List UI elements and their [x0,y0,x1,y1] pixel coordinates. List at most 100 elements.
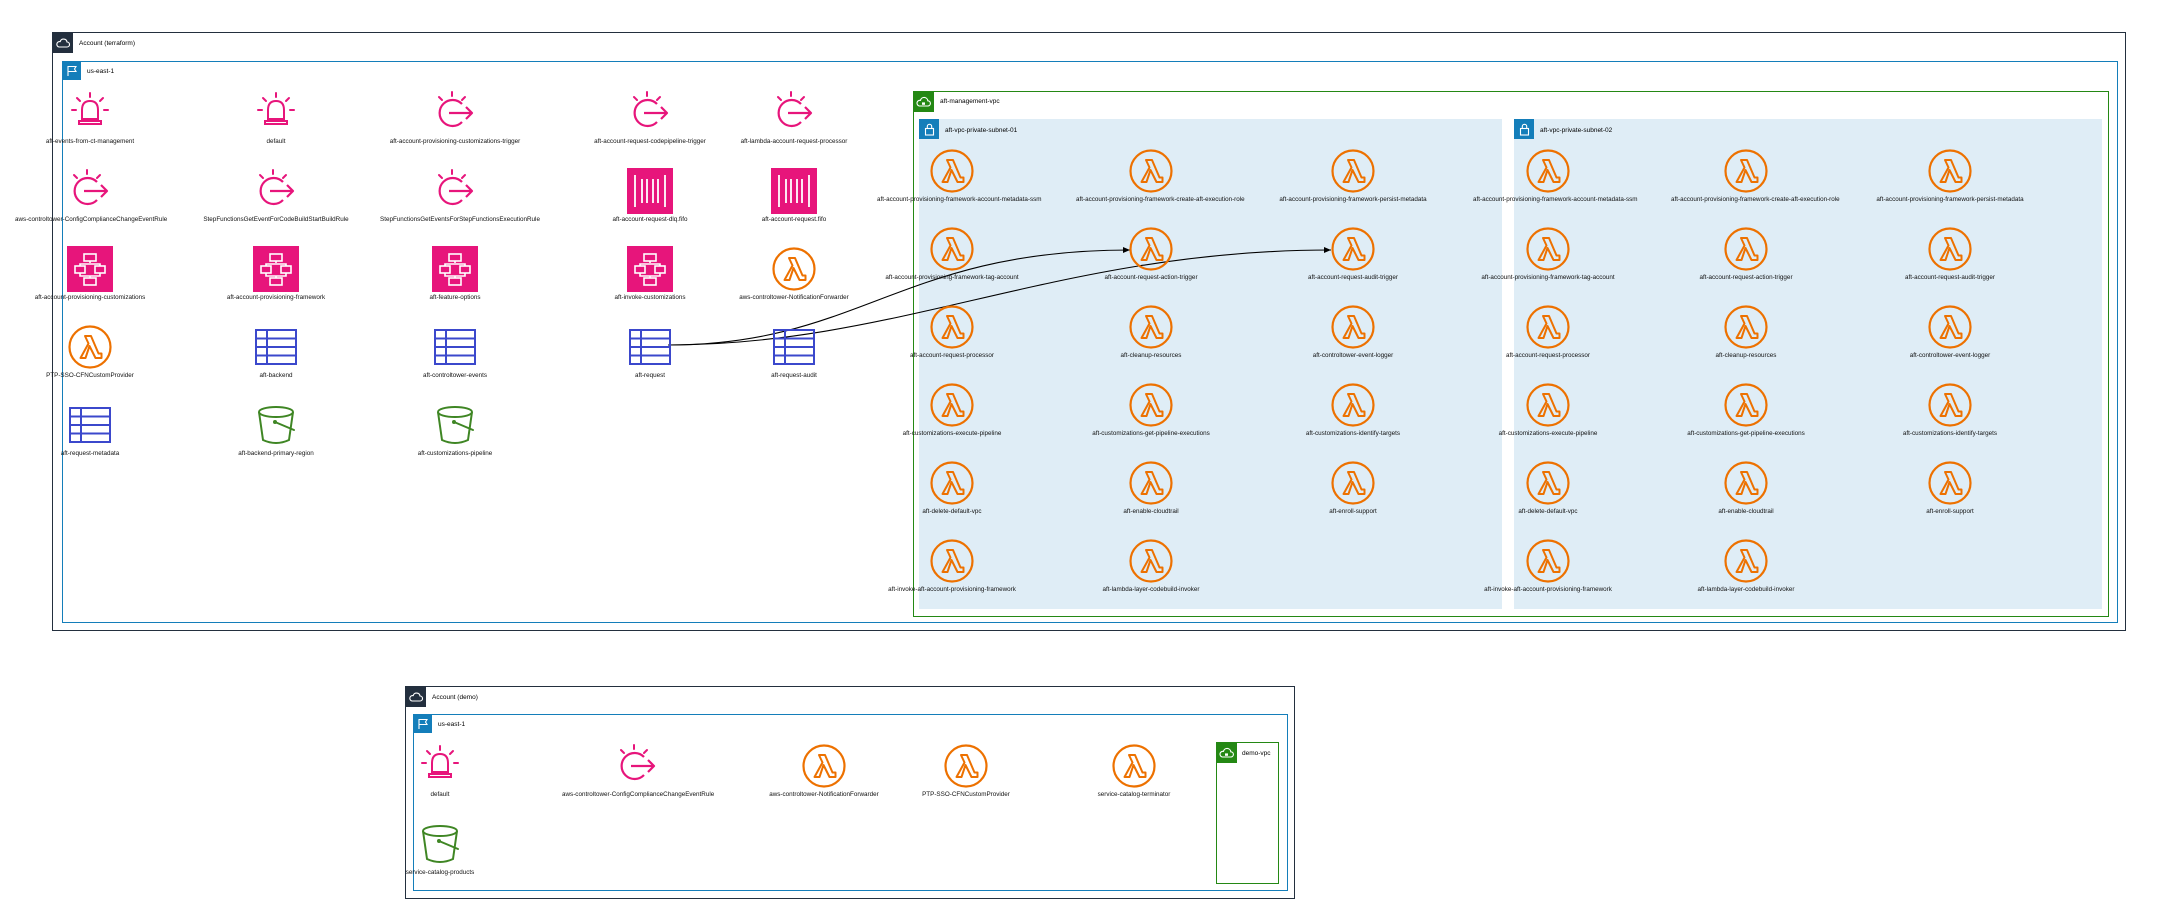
node-aft-account-provisioning-framework-account-metadata-ssm[interactable]: aft-account-provisioning-framework-accou… [1473,148,1637,204]
node-label: aft-customizations-pipeline [417,450,493,457]
node-aft-invoke-aft-account-provisioning-framework[interactable]: aft-invoke-aft-account-provisioning-fram… [1473,538,1623,594]
node-aft-account-provisioning-framework-tag-account[interactable]: aft-account-provisioning-framework-tag-a… [877,226,1027,282]
node-aft-account-request-codepipeline-trigger[interactable]: aft-account-request-codepipeline-trigger [575,90,725,146]
dynamodb-table-icon [771,324,817,370]
node-aft-feature-options[interactable]: aft-feature-options [380,246,530,302]
lambda-icon [1723,226,1769,272]
node-service-catalog-products[interactable]: service-catalog-products [365,821,515,877]
node-aft-invoke-aft-account-provisioning-framework[interactable]: aft-invoke-aft-account-provisioning-fram… [877,538,1027,594]
node-aws-controltower-configcompliancechangeeventrule[interactable]: aws-controltower-ConfigComplianceChangeE… [562,743,714,799]
node-aft-customizations-identify-targets[interactable]: aft-customizations-identify-targets [1278,382,1428,438]
node-aws-controltower-notificationforwarder[interactable]: aws-controltower-NotificationForwarder [719,246,869,302]
node-aft-request-metadata[interactable]: aft-request-metadata [15,402,165,458]
node-aft-cleanup-resources[interactable]: aft-cleanup-resources [1671,304,1821,360]
node-aft-lambda-account-request-processor[interactable]: aft-lambda-account-request-processor [719,90,869,146]
node-aft-account-request-action-trigger[interactable]: aft-account-request-action-trigger [1076,226,1226,282]
node-aws-controltower-configcompliancechangeeventrule[interactable]: aws-controltower-ConfigComplianceChangeE… [15,168,167,224]
node-aft-enroll-support[interactable]: aft-enroll-support [1278,460,1428,516]
node-stepfunctionsgeteventforcodebuildstartbuildrule[interactable]: StepFunctionsGetEventForCodeBuildStartBu… [201,168,351,224]
lock-icon [1514,119,1534,139]
lambda-icon [67,324,113,370]
node-aft-account-request-audit-trigger[interactable]: aft-account-request-audit-trigger [1875,226,2025,282]
node-label: aft-events-from-ct-management [45,138,135,145]
node-aft-account-request-dlq-fifo[interactable]: aft-account-request-dlq.fifo [575,168,725,224]
node-aft-cleanup-resources[interactable]: aft-cleanup-resources [1076,304,1226,360]
node-label: aft-request [634,372,666,379]
node-ptp-sso-cfncustomprovider[interactable]: PTP-SSO-CFNCustomProvider [15,324,165,380]
node-label: aft-account-provisioning-customizations-… [389,138,521,145]
node-aft-customizations-execute-pipeline[interactable]: aft-customizations-execute-pipeline [877,382,1027,438]
node-label: aft-invoke-aft-account-provisioning-fram… [1484,586,1612,593]
node-aft-request-audit[interactable]: aft-request-audit [719,324,869,380]
node-aft-enable-cloudtrail[interactable]: aft-enable-cloudtrail [1671,460,1821,516]
node-aft-invoke-customizations[interactable]: aft-invoke-customizations [575,246,725,302]
node-aft-controltower-event-logger[interactable]: aft-controltower-event-logger [1875,304,2025,360]
node-aft-account-provisioning-framework-account-metadata-ssm[interactable]: aft-account-provisioning-framework-accou… [877,148,1041,204]
node-aft-account-provisioning-framework[interactable]: aft-account-provisioning-framework [201,246,351,302]
node-aft-controltower-event-logger[interactable]: aft-controltower-event-logger [1278,304,1428,360]
node-aft-account-provisioning-framework-persist-metadata[interactable]: aft-account-provisioning-framework-persi… [1278,148,1428,204]
node-ptp-sso-cfncustomprovider[interactable]: PTP-SSO-CFNCustomProvider [891,743,1041,799]
node-service-catalog-terminator[interactable]: service-catalog-terminator [1059,743,1209,799]
node-aft-delete-default-vpc[interactable]: aft-delete-default-vpc [1473,460,1623,516]
node-aft-account-provisioning-customizations-trigger[interactable]: aft-account-provisioning-customizations-… [380,90,530,146]
region-demo-label: us-east-1 [438,721,466,728]
node-label: aft-account-request-action-trigger [1104,274,1198,281]
node-aft-delete-default-vpc[interactable]: aft-delete-default-vpc [877,460,1027,516]
node-aft-customizations-get-pipeline-executions[interactable]: aft-customizations-get-pipeline-executio… [1076,382,1226,438]
node-aft-controltower-events[interactable]: aft-controltower-events [380,324,530,380]
node-aft-account-request-audit-trigger[interactable]: aft-account-request-audit-trigger [1278,226,1428,282]
region-us-east-1-group [62,61,2118,623]
lambda-icon [1525,226,1571,272]
node-aft-customizations-execute-pipeline[interactable]: aft-customizations-execute-pipeline [1473,382,1623,438]
lambda-icon [929,460,975,506]
node-aws-controltower-notificationforwarder[interactable]: aws-controltower-NotificationForwarder [749,743,899,799]
vpc-demo-group [1216,742,1279,884]
node-aft-customizations-identify-targets[interactable]: aft-customizations-identify-targets [1875,382,2025,438]
lambda-icon [1723,382,1769,428]
vpc-demo-label: demo-vpc [1242,750,1271,757]
node-aft-enroll-support[interactable]: aft-enroll-support [1875,460,2025,516]
vpc-label: aft-management-vpc [940,98,1000,105]
node-aft-customizations-pipeline[interactable]: aft-customizations-pipeline [380,402,530,458]
node-aft-account-request-fifo[interactable]: aft-account-request.fifo [719,168,869,224]
node-aft-account-request-processor[interactable]: aft-account-request-processor [1473,304,1623,360]
node-label: aft-backend [259,372,293,379]
node-aft-account-request-action-trigger[interactable]: aft-account-request-action-trigger [1671,226,1821,282]
node-aft-events-from-ct-management[interactable]: aft-events-from-ct-management [15,90,165,146]
node-label: aft-feature-options [429,294,481,301]
subnet-02-group [1514,119,2102,609]
eventbridge-rule-icon [614,743,660,789]
step-functions-icon [432,246,478,292]
node-stepfunctionsgeteventsforstepfunctionsexecutionrule[interactable]: StepFunctionsGetEventsForStepFunctionsEx… [380,168,540,224]
node-aft-account-provisioning-framework-create-aft-execution-role[interactable]: aft-account-provisioning-framework-creat… [1076,148,1245,204]
node-aft-enable-cloudtrail[interactable]: aft-enable-cloudtrail [1076,460,1226,516]
node-aft-lambda-layer-codebuild-invoker[interactable]: aft-lambda-layer-codebuild-invoker [1076,538,1226,594]
node-aft-account-provisioning-framework-persist-metadata[interactable]: aft-account-provisioning-framework-persi… [1875,148,2025,204]
node-aft-account-provisioning-framework-create-aft-execution-role[interactable]: aft-account-provisioning-framework-creat… [1671,148,1840,204]
node-label: default [266,138,286,145]
dynamodb-table-icon [627,324,673,370]
node-aft-account-request-processor[interactable]: aft-account-request-processor [877,304,1027,360]
node-aft-request[interactable]: aft-request [575,324,725,380]
node-label: aft-request-metadata [60,450,120,457]
subnet-01-group [919,119,1502,609]
node-aft-account-provisioning-customizations[interactable]: aft-account-provisioning-customizations [15,246,165,302]
lambda-icon [1525,538,1571,584]
node-aft-backend-primary-region[interactable]: aft-backend-primary-region [201,402,351,458]
lambda-icon [1927,148,1973,194]
lambda-icon [929,304,975,350]
node-aft-customizations-get-pipeline-executions[interactable]: aft-customizations-get-pipeline-executio… [1671,382,1821,438]
lambda-icon [929,226,975,272]
node-label: aft-account-request-processor [910,352,994,359]
vpc-cloud-icon [913,91,934,112]
s3-bucket-icon [253,402,299,448]
node-aft-account-provisioning-framework-tag-account[interactable]: aft-account-provisioning-framework-tag-a… [1473,226,1623,282]
node-default[interactable]: default [365,743,515,799]
node-label: StepFunctionsGetEventsForStepFunctionsEx… [380,216,540,223]
node-label: aft-backend-primary-region [238,450,314,457]
node-aft-lambda-layer-codebuild-invoker[interactable]: aft-lambda-layer-codebuild-invoker [1671,538,1821,594]
node-default[interactable]: default [201,90,351,146]
node-aft-backend[interactable]: aft-backend [201,324,351,380]
node-label: aft-cleanup-resources [1715,352,1777,359]
